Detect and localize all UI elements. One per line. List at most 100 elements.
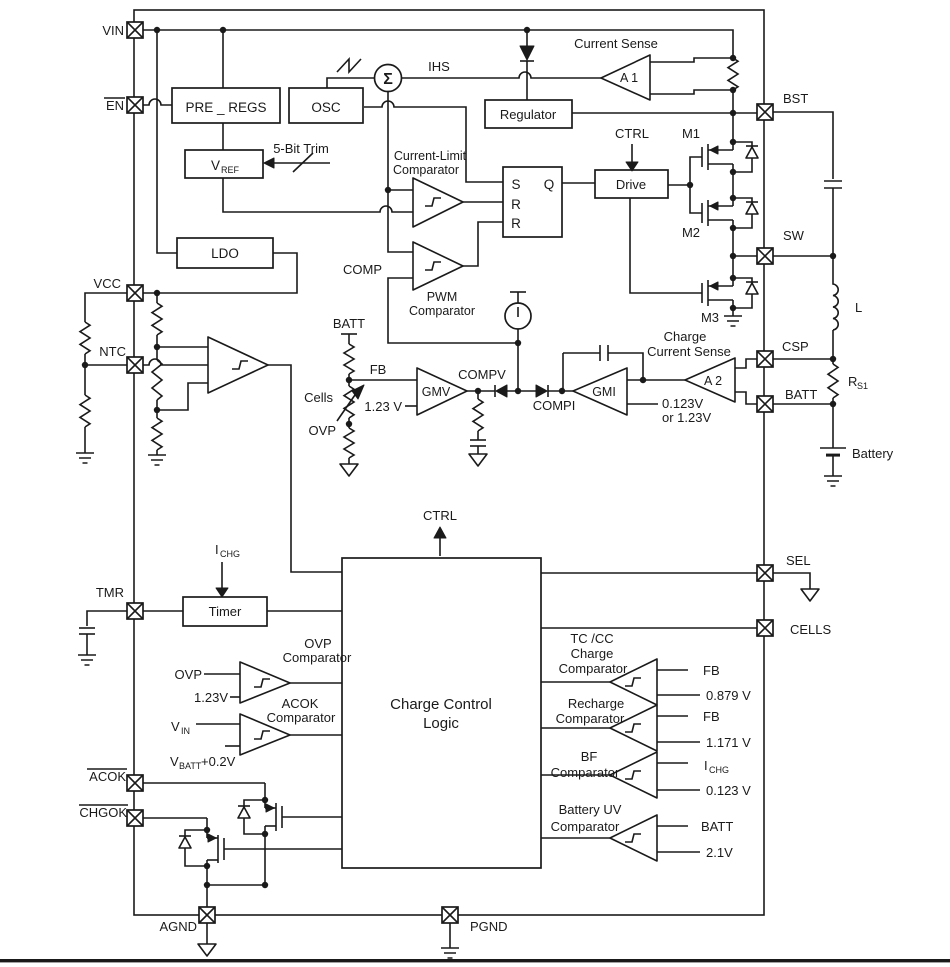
hysteresis-icon [625,677,641,687]
label-buv-in2: 2.1V [706,845,733,860]
junction-dot [829,400,837,408]
wire [387,91,413,253]
resistor [342,343,356,375]
wire [222,178,413,213]
junction-dot [219,26,227,34]
junction-dot [261,796,269,804]
label-tccc-2: Charge [571,646,614,661]
wire [650,89,733,95]
block-label-vref-sub: REF [221,165,240,175]
wire [143,29,734,58]
pin-label-cells: CELLS [790,622,832,637]
pin-label-tmr: TMR [96,585,124,600]
wire [387,277,518,344]
label-bf-in1: I [704,758,708,773]
pin-x [126,96,144,114]
wire [773,572,811,589]
label-tccc-in1: FB [703,663,720,678]
label-m1: M1 [682,126,700,141]
wire [832,256,839,331]
latch-q: Q [544,177,555,192]
junction-dot [729,138,737,146]
wire [650,57,733,63]
pin-x [756,103,774,121]
wire [735,391,757,405]
wire [608,352,644,380]
label-buv-2: Comparator [551,819,620,834]
pin-x [198,906,216,924]
wire [733,214,753,229]
gmv-amp-triangle [416,367,468,416]
block-box [341,557,542,869]
resistor [471,398,485,432]
label-5bit-trim: 5-Bit Trim [273,141,329,156]
resistor [78,321,92,355]
hysteresis-icon [625,833,641,843]
pin-label-bst: BST [783,91,808,106]
amp-a2-triangle [684,357,736,403]
amp-label-gmv: GMV [422,385,451,399]
resistor [150,359,164,401]
label-ichg-sub: CHG [220,549,240,559]
label-ctrl-top: CTRL [615,126,649,141]
ground-icon [76,452,94,464]
pin-label-vin: VIN [102,23,124,38]
wire [143,358,208,366]
label-tccc-3: Comparator [559,661,628,676]
latch-r1: R [511,197,521,212]
label-buv-in1: BATT [701,819,733,834]
label-tccc-in2: 0.879 V [706,688,751,703]
mosfet-arrow [265,803,275,813]
label-ovp-comp-2: Comparator [283,650,352,665]
junction-dot [153,26,161,34]
junction-dot [81,361,89,369]
ground-arrow-icon [800,588,820,602]
ground-arrow-icon [339,463,359,477]
body-diode-icon [745,202,759,215]
mosfet-arrow [207,833,217,843]
wire [184,829,207,837]
junction-dot [729,194,737,202]
resistor [826,363,840,399]
ichg-arrowhead-down [215,587,229,598]
pin-x [756,247,774,265]
hysteresis-icon [625,770,641,780]
body-diode-icon [178,836,192,849]
wire [84,292,127,322]
label-ctrl-bottom: CTRL [423,508,457,523]
ground-arrow-icon [197,943,217,957]
label-battery: Battery [852,446,894,461]
pin-label-pgnd: PGND [470,919,508,934]
hysteresis-icon [232,360,248,370]
junction-dot [729,224,737,232]
label-gmi-ref-2: or 1.23V [662,410,711,425]
ground-icon [824,475,842,487]
wire [326,77,375,88]
wire [268,364,342,573]
junction-dot [729,168,737,176]
wire [143,98,172,106]
resistor [342,385,356,419]
label-inductor: L [855,300,862,315]
label-batt-top: BATT [333,316,365,331]
label-rechg-1: Recharge [568,696,624,711]
label-rs1: R [848,374,857,389]
junction-dot [203,881,211,889]
junction-dot [829,252,837,260]
ground-icon [78,654,96,666]
wire [243,799,265,807]
junction-dot [345,376,353,384]
hysteresis-icon [254,678,270,688]
junction-dot [153,289,161,297]
block-label-regulator: Regulator [500,107,557,122]
amp-label-a1: A 1 [620,71,638,85]
mosfet-arrow [709,281,719,291]
pin-label-acok: ACOK [89,769,126,784]
pin-x [756,395,774,413]
ctrl-arrowhead-up [433,526,447,539]
wire [243,818,265,835]
junction-dot [514,387,522,395]
ovp-comparator-triangle [239,661,291,704]
wire [773,111,834,179]
label-tccc-1: TC /CC [570,631,613,646]
